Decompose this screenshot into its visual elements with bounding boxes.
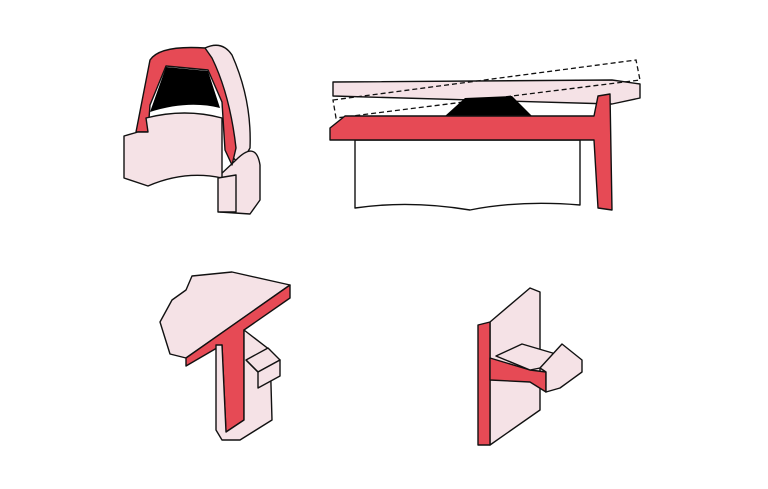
board-alternate-position [332,59,641,119]
tilted-board [332,79,641,105]
support-box [354,139,581,211]
cap-base-front [123,112,223,187]
cap-base-right [217,174,237,213]
cap-section-red [135,46,237,166]
cap-cross-section [123,44,261,215]
red-rim-profile [329,93,613,211]
clip-hook-front [245,359,281,389]
cap-cavity [150,67,220,112]
clip-top-flange [159,271,291,359]
t-profile-clip [159,271,291,441]
plate-edge-red [477,321,491,446]
black-pad [445,96,532,116]
pad-on-rim-with-tilted-board [329,59,641,211]
plate-with-hook-arm [477,287,583,446]
arm-hook-block [539,343,583,393]
